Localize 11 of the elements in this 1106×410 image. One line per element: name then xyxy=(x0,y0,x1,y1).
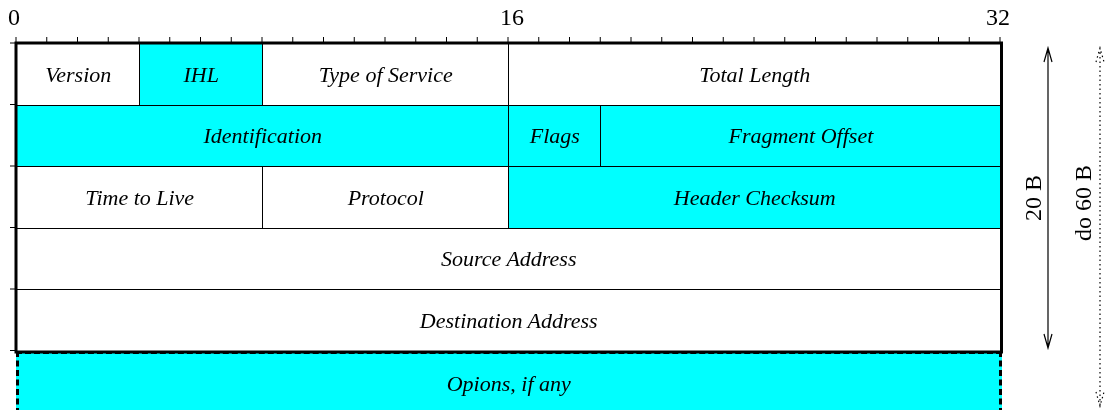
bit-number: 16 xyxy=(500,4,524,31)
header-field: IHL xyxy=(139,43,264,106)
bit-number: 0 xyxy=(8,4,20,31)
header-field: Fragment Offset xyxy=(600,104,1002,168)
header-field: Header Checksum xyxy=(508,166,1002,229)
header-field: Flags xyxy=(508,104,602,168)
dimension-label: do 60 B xyxy=(1070,165,1097,241)
header-field: Protocol xyxy=(262,166,510,229)
dimension-label: 20 B xyxy=(1020,175,1047,221)
header-field: Identification xyxy=(16,104,510,168)
bit-number: 32 xyxy=(986,4,1010,31)
